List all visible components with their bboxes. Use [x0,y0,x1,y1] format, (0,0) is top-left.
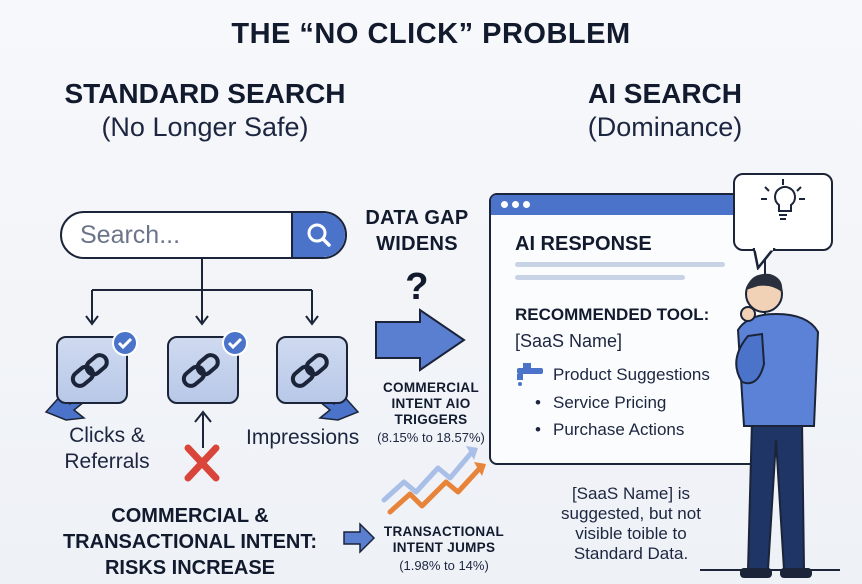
data-gap-line-1: DATA GAP [365,207,469,229]
aio-range: (8.15% to 18.57%) [377,430,485,445]
note-line-4: Standard Data. [573,544,689,563]
chain-link-icon [70,353,109,388]
transactional-line-2: INTENT JUMPS [392,540,496,555]
search-button[interactable] [291,213,345,257]
bullet-dot: • [535,420,541,439]
risk-line-1: COMMERCIAL & [111,505,269,527]
standard-search-heading: STANDARD SEARCH [64,78,346,109]
search-bar[interactable]: Search... [60,211,347,259]
window-dot-icon [501,201,508,208]
risk-line-3: RISKS INCREASE [104,557,276,579]
link-card-impressions [276,336,348,404]
label-clicks: Clicks & [69,424,145,447]
bubble-tail [752,248,776,270]
aio-line-3: TRIGGERS [394,412,468,427]
chain-link-icon [290,353,329,388]
text-line [515,275,685,280]
chain-link-icon [181,353,220,388]
ai-search-heading: AI SEARCH [587,78,742,109]
note-line-2: suggested, but not [561,504,701,523]
window-dot-icon [512,201,519,208]
bullet-service-pricing: Service Pricing [553,393,667,412]
note-line-3: visible toible to [575,524,687,543]
standard-search-subheading: (No Longer Safe) [101,112,309,142]
ai-response-window: AI RESPONSE RECOMMENDED TOOL: [SaaS Name… [489,193,766,465]
text-line [515,262,725,267]
aio-line-1: COMMERCIAL [383,380,479,395]
recommended-tool-label: RECOMMENDED TOOL: [515,305,710,324]
window-titlebar [491,195,764,215]
aio-line-2: INTENT AIO [391,396,471,411]
faucet-icon [517,363,543,386]
search-placeholder: Search... [80,221,181,249]
lightbulb-icon [761,179,805,220]
page-title: THE “NO CLICK” PROBLEM [231,18,631,50]
label-impressions: Impressions [246,426,360,449]
thinking-person-illustration [735,273,820,578]
question-mark: ? [405,266,429,308]
risk-line-2: TRANSACTIONAL INTENT: [62,531,318,553]
ai-response-title: AI RESPONSE [515,233,652,255]
bullet-dot: • [535,393,541,412]
window-dot-icon [523,201,530,208]
label-referrals: Referrals [64,450,150,473]
check-badge-icon [222,330,248,356]
data-gap-line-2: WIDENS [376,233,458,255]
note-line-1: [SaaS Name] is [571,484,691,503]
ai-search-subheading: (Dominance) [587,112,743,142]
transactional-range: (1.98% to 14%) [399,558,489,573]
bullet-product-suggestions: Product Suggestions [553,365,710,384]
idea-bubble [733,173,833,251]
saas-name: [SaaS Name] [515,331,623,351]
search-icon [307,223,331,247]
check-badge-icon [112,330,138,356]
transactional-line-1: TRANSACTIONAL [383,524,505,539]
bullet-purchase-actions: Purchase Actions [553,420,685,439]
